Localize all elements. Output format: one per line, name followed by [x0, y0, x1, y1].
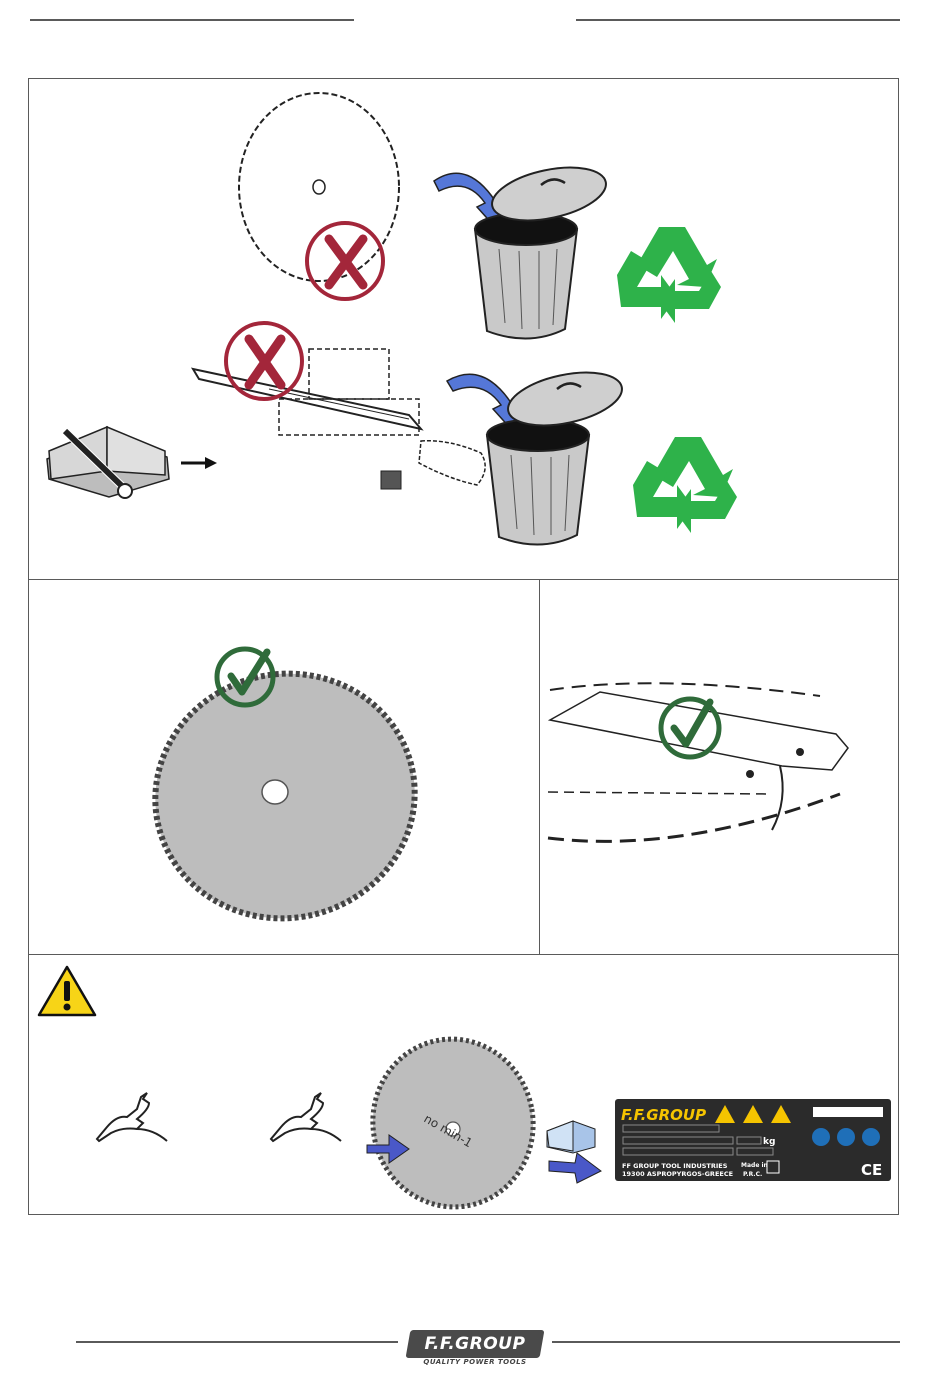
footer-logo: F.F.GROUP [408, 1330, 542, 1358]
arrow-right-icon [549, 1153, 601, 1183]
guard-approved-panel [539, 579, 899, 955]
manual-book-icon [547, 1121, 595, 1153]
header-rule-right [576, 19, 900, 21]
rating-label-company: FF GROUP TOOL INDUSTRIES [622, 1162, 728, 1170]
blade-approved-illustration [29, 580, 541, 956]
warning-triangle-icon [39, 967, 95, 1015]
rating-label-icon: F.F.GROUP kg FF GROUP TOOL INDUSTRIES 19… [615, 1099, 891, 1181]
rating-label-made-in: Made in [741, 1162, 768, 1169]
saw-blade-icon [239, 93, 399, 281]
trash-can-icon [434, 158, 611, 338]
recycle-icon [617, 227, 721, 323]
footer-tagline: QUALITY POWER TOOLS [408, 1358, 542, 1366]
disposal-panel [28, 78, 899, 580]
blade-approved-panel [28, 579, 540, 955]
rabbit-icon [271, 1093, 341, 1141]
warning-illustration: no min-1 F.F.GROUP kg [29, 955, 900, 1216]
manual-book-icon [47, 427, 169, 497]
footer-rule-right [552, 1341, 900, 1343]
chain-bar-icon [193, 349, 485, 489]
saw-blade-icon: no min-1 [360, 1026, 547, 1216]
header-rule-left [30, 19, 354, 21]
disposal-illustration [29, 79, 900, 581]
rating-label-weight-unit: kg [763, 1137, 775, 1147]
footer-rule-left [76, 1341, 398, 1343]
rabbit-icon [97, 1093, 167, 1141]
guard-approved-illustration [540, 580, 900, 956]
recycle-icon [633, 437, 737, 533]
rating-label-country: P.R.C. [743, 1171, 762, 1178]
rating-label-brand: F.F.GROUP [621, 1106, 706, 1124]
warning-panel: no min-1 F.F.GROUP kg [28, 954, 899, 1215]
blade-guard-icon [548, 683, 848, 841]
rating-label-ce-mark: CE [861, 1161, 882, 1179]
rating-label-address: 19300 ASPROPYRGOS-GREECE [622, 1170, 733, 1178]
saw-blade-icon [132, 650, 437, 943]
arrow-right-icon [181, 457, 217, 469]
